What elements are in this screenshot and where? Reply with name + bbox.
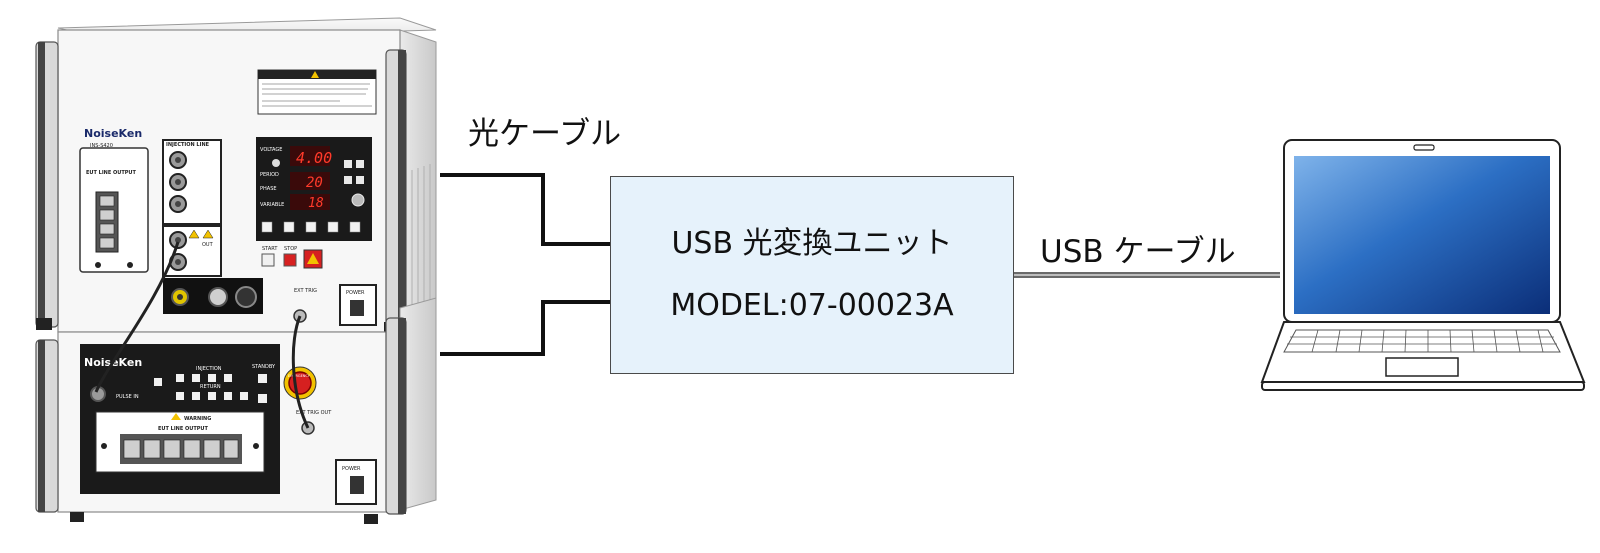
lower-power-label: POWER: [342, 466, 361, 472]
stop-button[interactable]: [283, 253, 297, 267]
right-side-keys[interactable]: [344, 160, 364, 184]
voltage-readout: 4.00: [296, 149, 332, 167]
converter-title: USB 光変換ユニット: [671, 226, 953, 261]
return-keys[interactable]: [176, 392, 248, 400]
laptop-screen: [1294, 156, 1550, 314]
lower-power-switch[interactable]: [350, 476, 364, 494]
trigger-cable: [291, 315, 310, 429]
variable-readout: 18: [308, 196, 324, 211]
coax-cable: [94, 241, 180, 393]
standby-label: STANDBY: [252, 364, 276, 370]
converter-model: MODEL:07-00023A: [670, 288, 954, 323]
voltage-label: VOLTAGE: [260, 147, 282, 153]
period-label: PERIOD: [260, 172, 279, 178]
start-label: START: [262, 246, 278, 252]
period-readout: 20: [306, 175, 323, 191]
optical-cable-label: 光ケーブル: [468, 116, 622, 152]
optical-cables: [440, 173, 610, 356]
upper-ext-trig-label: EXT TRIG: [294, 288, 317, 294]
emergency-label: EMERGENCY: [288, 374, 311, 378]
pulse-in-label: PULSE IN: [116, 394, 139, 400]
usb-optical-converter-box: USB 光変換ユニット MODEL:07-00023A: [610, 176, 1014, 374]
lower-instrument: NoiseKen PULSE IN INJECTION RETURN STAND…: [35, 297, 437, 524]
upper-model-label: INS-S420: [90, 143, 113, 149]
return-label: RETURN: [200, 384, 221, 390]
optical-cable-upper: [440, 173, 610, 246]
laptop: [1260, 139, 1586, 391]
ext-trig-out-label: EXT TRIG OUT: [296, 410, 332, 416]
laptop-keyboard: [1287, 329, 1557, 353]
upper-instrument: NoiseKen INS-S420 EUT LINE OUTPUT INJECT…: [35, 17, 437, 339]
warning-label: WARNING: [184, 416, 211, 422]
upper-power-label: POWER: [346, 290, 365, 296]
function-keys[interactable]: [261, 221, 361, 233]
optical-cable-lower: [440, 300, 610, 356]
upper-brand-logo: NoiseKen: [84, 127, 142, 140]
lower-eut-output-label: EUT LINE OUTPUT: [158, 426, 208, 432]
upper-power-switch[interactable]: [350, 300, 364, 316]
upper-eut-output-label: EUT LINE OUTPUT: [86, 170, 136, 176]
injection-connectors: [169, 151, 187, 213]
stop-label: STOP: [284, 246, 297, 252]
injection-keys[interactable]: [154, 374, 232, 386]
injection-label: INJECTION: [196, 366, 222, 372]
injection-line-label: INJECTION LINE: [166, 142, 210, 148]
start-button[interactable]: [261, 253, 275, 267]
usb-cable-label: USB ケーブル: [1040, 234, 1236, 270]
phase-label: PHASE: [260, 186, 277, 192]
laptop-touchpad: [1385, 357, 1459, 377]
variable-label: VARIABLE: [260, 202, 284, 208]
out-label: OUT: [202, 242, 214, 248]
